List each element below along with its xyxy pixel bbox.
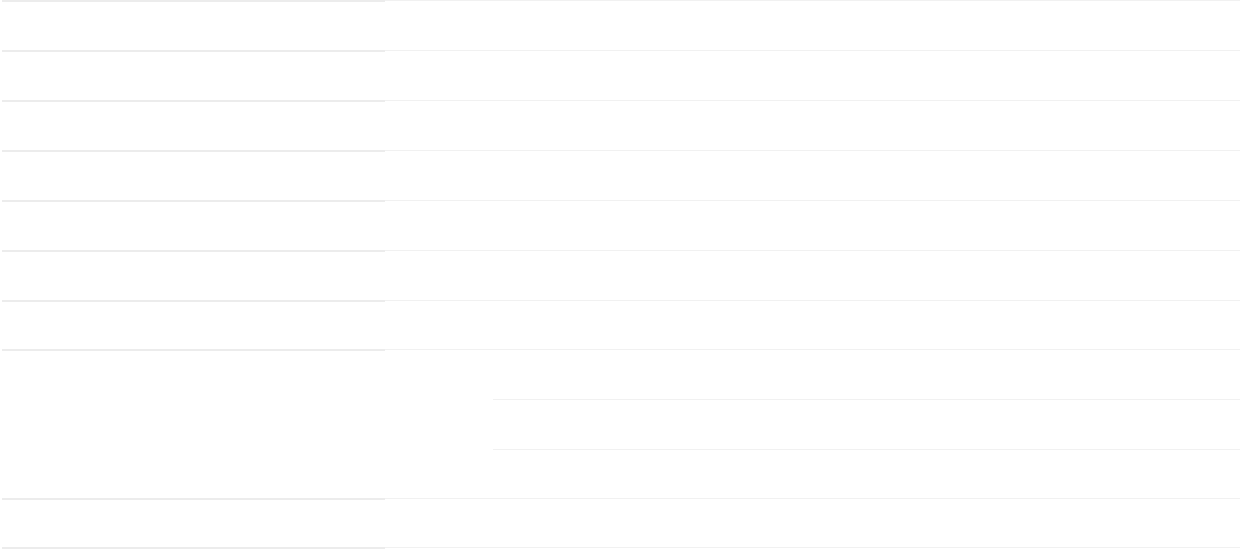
table-row	[0, 150, 1242, 200]
row-label	[2, 351, 385, 499]
row-divider	[385, 200, 1240, 201]
row-value	[385, 301, 1240, 350]
row-divider	[2, 250, 385, 252]
row-label	[2, 2, 385, 50]
row-divider	[2, 498, 385, 500]
row-label	[2, 500, 385, 548]
row-value	[385, 151, 1240, 200]
sub-row-value	[493, 450, 1240, 499]
row-label	[2, 152, 385, 200]
row-divider	[385, 349, 1240, 350]
row-divider	[385, 100, 1240, 101]
table-row-group	[0, 349, 1242, 499]
row-divider	[2, 547, 385, 549]
row-divider	[2, 200, 385, 202]
row-divider	[385, 0, 1240, 1]
row-label	[2, 52, 385, 100]
row-value	[385, 201, 1240, 250]
row-value	[385, 499, 1240, 548]
row-label	[2, 302, 385, 350]
row-label	[2, 252, 385, 300]
table-row	[0, 0, 1242, 50]
row-divider	[2, 100, 385, 102]
row-value	[385, 51, 1240, 100]
table-row	[0, 300, 1242, 350]
table-row	[0, 200, 1242, 250]
table-row	[0, 498, 1242, 549]
sub-row-divider	[493, 449, 1240, 450]
row-label	[2, 202, 385, 250]
table-row	[0, 100, 1242, 150]
sub-row-divider	[493, 399, 1240, 400]
table-row	[0, 250, 1242, 300]
row-divider	[2, 300, 385, 302]
row-label	[2, 102, 385, 150]
row-divider	[2, 0, 385, 2]
row-divider	[2, 150, 385, 152]
row-value	[385, 101, 1240, 150]
row-divider	[385, 547, 1240, 548]
row-divider	[2, 50, 385, 52]
row-divider	[385, 498, 1240, 499]
row-divider	[2, 349, 385, 351]
row-divider	[385, 50, 1240, 51]
row-divider	[385, 150, 1240, 151]
table-row	[0, 50, 1242, 100]
row-value	[385, 251, 1240, 300]
row-divider	[385, 300, 1240, 301]
row-divider	[385, 250, 1240, 251]
sub-row-value	[493, 400, 1240, 449]
row-value	[385, 1, 1240, 50]
sub-row-value	[385, 350, 1240, 399]
